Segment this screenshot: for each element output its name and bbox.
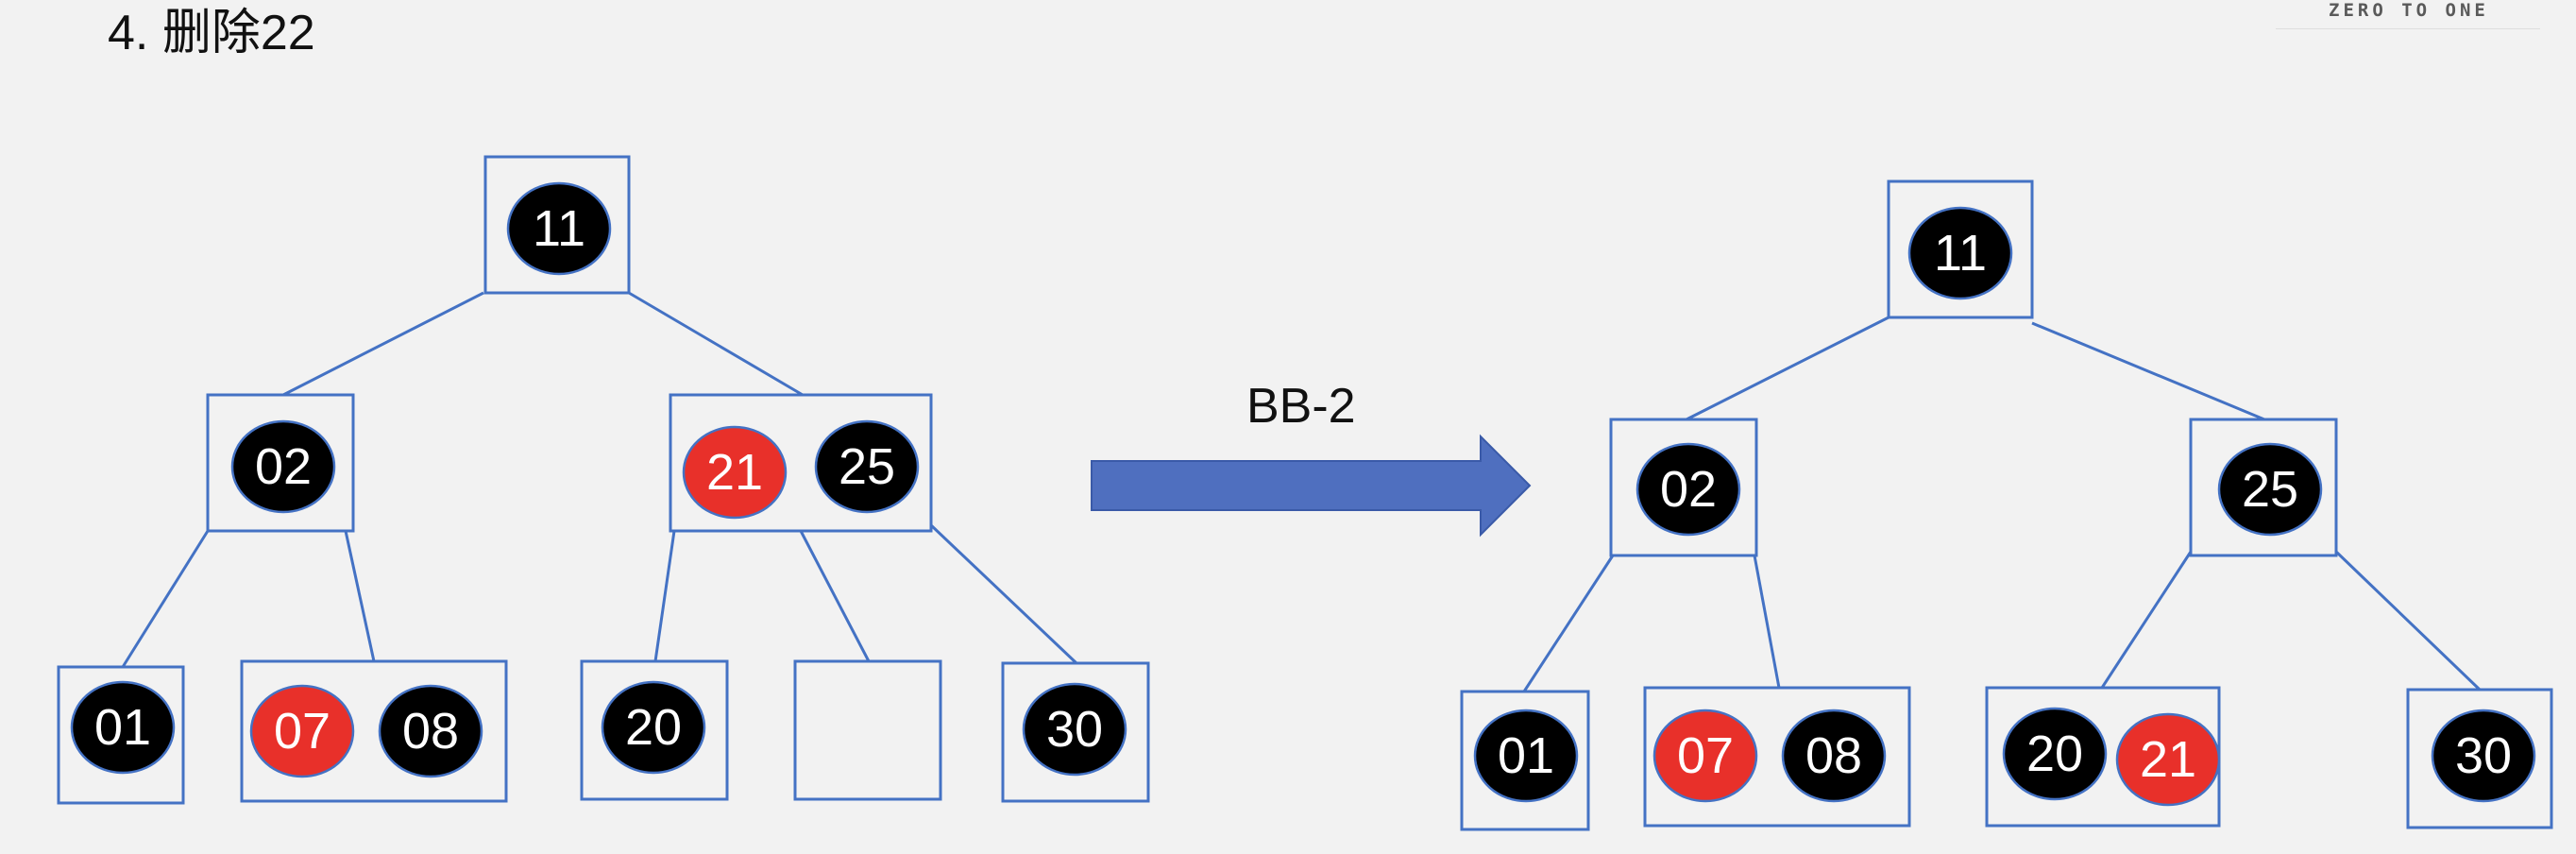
red-key bbox=[249, 684, 355, 778]
black-key bbox=[1781, 709, 1887, 803]
btree-node: 07 08 bbox=[240, 659, 508, 803]
btree-node: 02 bbox=[1609, 418, 1758, 557]
key-label: 01 bbox=[94, 699, 151, 756]
tree-edge bbox=[1522, 555, 1615, 692]
node-box bbox=[793, 659, 942, 801]
key-label: 01 bbox=[1498, 727, 1554, 784]
tree-edge bbox=[344, 530, 376, 662]
red-key bbox=[682, 425, 788, 520]
btree-node: 01 bbox=[57, 665, 185, 805]
node-box bbox=[483, 155, 631, 295]
black-key bbox=[70, 680, 176, 775]
tree-edge bbox=[1686, 316, 1890, 421]
key-label: 02 bbox=[255, 438, 312, 495]
btree-node: 02 bbox=[206, 393, 355, 533]
node-box bbox=[206, 393, 355, 533]
tree-edge bbox=[628, 291, 804, 397]
edges bbox=[121, 291, 2482, 692]
black-key bbox=[506, 181, 612, 276]
black-key bbox=[601, 680, 706, 775]
btree-node: 11 bbox=[1887, 179, 2034, 319]
brand-logo: ZERO TO ONE bbox=[2329, 0, 2489, 21]
tree-edge bbox=[282, 291, 484, 397]
red-key bbox=[1652, 709, 1758, 803]
btree-node: 30 bbox=[1001, 661, 1150, 803]
node-box bbox=[580, 659, 729, 801]
black-key bbox=[2002, 707, 2108, 801]
tree-edge bbox=[1753, 555, 1781, 689]
node-box bbox=[1609, 418, 1758, 557]
key-label: 07 bbox=[1677, 727, 1734, 784]
black-key bbox=[1022, 682, 1127, 777]
logo-divider bbox=[2276, 28, 2540, 29]
node-box bbox=[2406, 688, 2553, 829]
key-label: 25 bbox=[839, 438, 895, 495]
btree-node: 25 bbox=[2189, 418, 2338, 557]
node-box bbox=[669, 393, 933, 533]
btree-node: 01 bbox=[1460, 690, 1590, 831]
right-arrow-icon bbox=[1091, 434, 1532, 538]
tree-edge bbox=[2334, 550, 2482, 692]
black-key bbox=[1907, 206, 2013, 300]
node-box bbox=[240, 659, 508, 803]
key-label: 08 bbox=[1805, 727, 1862, 784]
node-box bbox=[1001, 661, 1150, 803]
arrow bbox=[1091, 434, 1532, 538]
key-label: 30 bbox=[1046, 701, 1103, 758]
key-label: 20 bbox=[625, 699, 682, 756]
red-key bbox=[2115, 712, 2221, 807]
node-box bbox=[1643, 686, 1911, 828]
tree-edge bbox=[2031, 321, 2265, 421]
key-label: 21 bbox=[706, 444, 763, 501]
key-label: 11 bbox=[533, 200, 585, 257]
tree-edge bbox=[121, 530, 210, 668]
tree-edge bbox=[799, 530, 871, 662]
btree-node: 21 25 bbox=[669, 393, 933, 533]
node-box bbox=[1887, 179, 2034, 319]
key-label: 08 bbox=[402, 703, 459, 760]
btree-node: 07 08 bbox=[1643, 686, 1911, 828]
btree-node bbox=[793, 659, 942, 801]
tree-edge bbox=[929, 523, 1078, 665]
tree-edge bbox=[2100, 551, 2193, 689]
btree-node: 11 bbox=[483, 155, 631, 295]
black-key bbox=[1473, 709, 1579, 803]
btree-node: 30 bbox=[2406, 688, 2553, 829]
key-label: 25 bbox=[2242, 461, 2298, 518]
black-key bbox=[814, 419, 920, 514]
btree-node: 20 bbox=[580, 659, 729, 801]
key-label: 30 bbox=[2455, 727, 2512, 784]
black-key bbox=[1635, 442, 1741, 537]
black-key bbox=[230, 419, 336, 514]
node-box bbox=[1460, 690, 1590, 831]
black-key bbox=[2217, 442, 2323, 537]
transform-label: BB-2 bbox=[1246, 379, 1356, 434]
key-label: 11 bbox=[1934, 225, 1987, 282]
key-label: 21 bbox=[2140, 731, 2196, 788]
black-key bbox=[378, 684, 483, 778]
tree-edge bbox=[653, 530, 676, 662]
black-key bbox=[2431, 709, 2536, 803]
key-label: 02 bbox=[1660, 461, 1717, 518]
node-box bbox=[57, 665, 185, 805]
page-title: 4. 删除22 bbox=[108, 6, 315, 60]
node-box bbox=[2189, 418, 2338, 557]
key-label: 20 bbox=[2026, 726, 2083, 782]
key-label: 07 bbox=[274, 703, 330, 760]
